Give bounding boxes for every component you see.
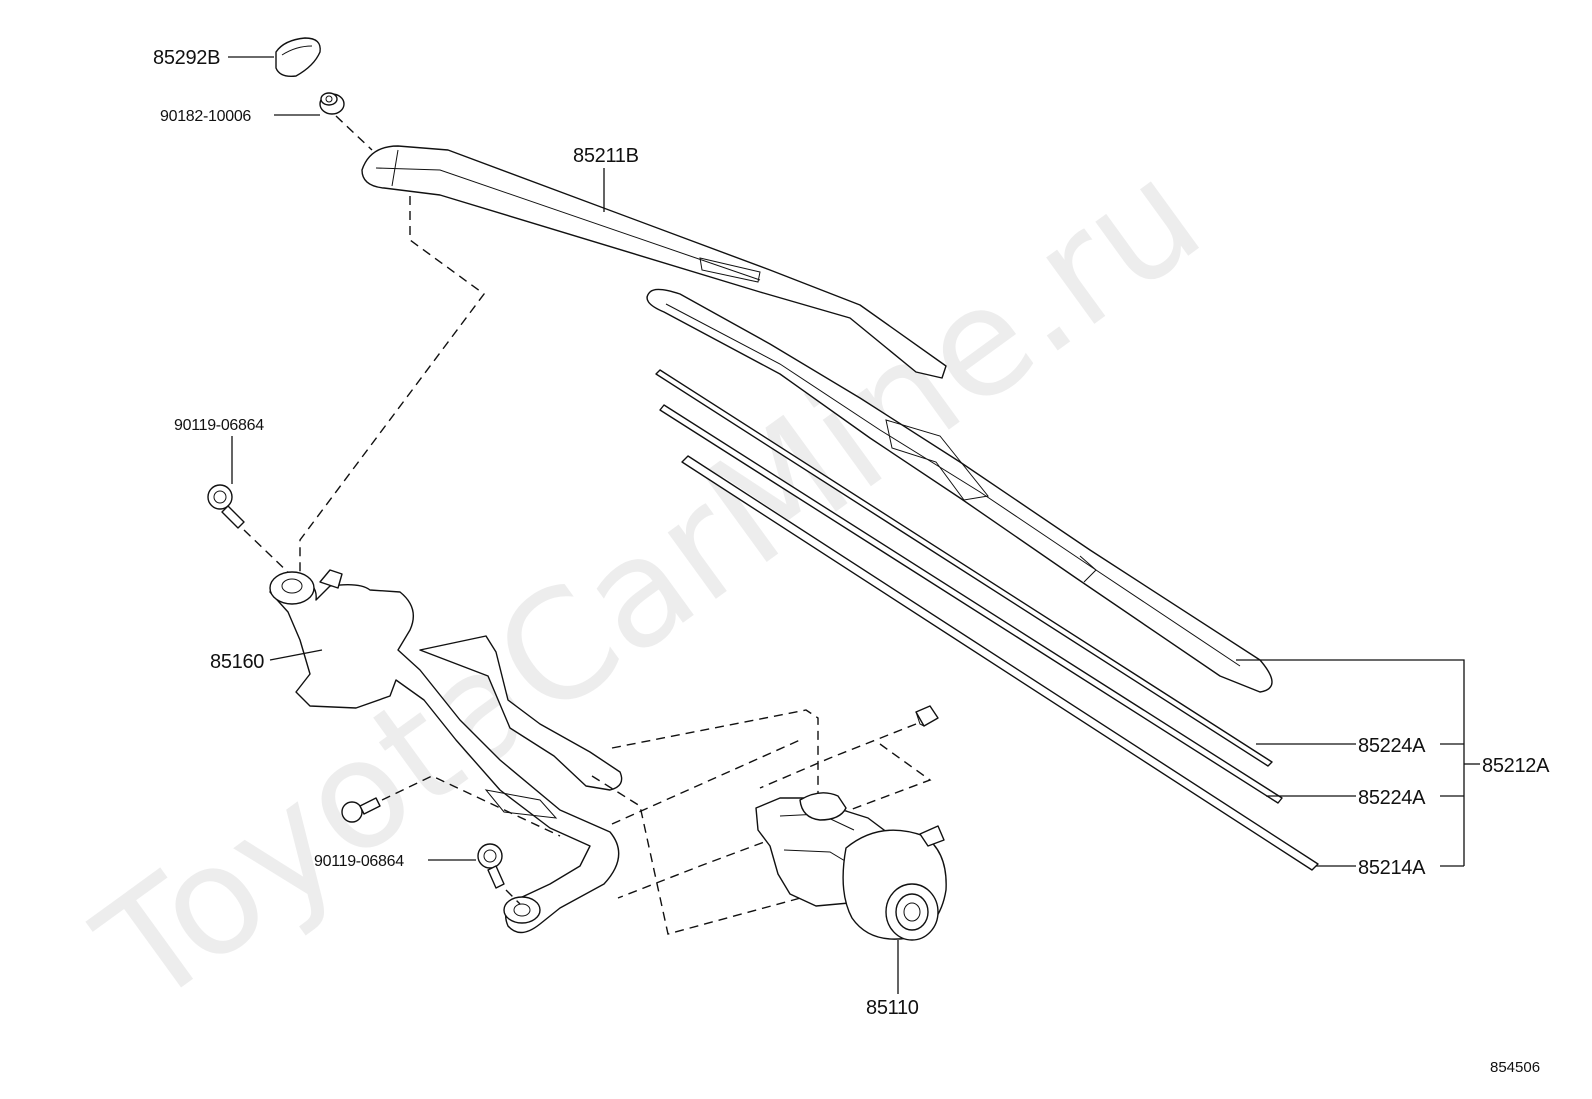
label-motor[interactable]: 85110: [866, 997, 919, 1019]
wiper-arm[interactable]: [361, 145, 947, 379]
label-bolt-bottom[interactable]: 90119-06864: [314, 853, 405, 870]
bolt-top[interactable]: [207, 484, 245, 529]
blade-rubber-2[interactable]: [659, 404, 1283, 804]
label-linkage[interactable]: 85160: [210, 651, 265, 673]
wiper-blade[interactable]: [646, 288, 1273, 693]
bolt-bottom-dash: [505, 889, 521, 905]
wiper-linkage[interactable]: [269, 569, 623, 934]
label-rubber-2[interactable]: 85224A: [1358, 787, 1426, 809]
motor-nut[interactable]: [915, 705, 939, 727]
nut-part[interactable]: [319, 92, 345, 115]
label-blade-assy[interactable]: 85212A: [1482, 755, 1550, 777]
diagram-id: 854506: [1490, 1059, 1540, 1076]
nut-to-arm-dash: [335, 115, 373, 151]
motor-dash-1: [611, 709, 819, 828]
motor-dash-4: [591, 775, 831, 935]
bolt-mid[interactable]: [341, 797, 381, 823]
watermark: ToyotaCarMine.ru: [68, 128, 1231, 1040]
label-arm[interactable]: 85211B: [573, 145, 639, 167]
bolt-top-dash: [243, 529, 295, 579]
blade-insert[interactable]: [681, 455, 1319, 871]
blade-rubber-1[interactable]: [655, 369, 1273, 767]
label-bolt-top[interactable]: 90119-06864: [174, 417, 265, 434]
label-rubber-1[interactable]: 85224A: [1358, 735, 1426, 757]
label-nut[interactable]: 90182-10006: [160, 108, 252, 125]
bracket-top: [1236, 659, 1465, 866]
arm-to-linkage-dash: [299, 196, 485, 580]
cap-part[interactable]: [275, 37, 321, 78]
label-cap[interactable]: 85292B: [153, 47, 220, 69]
motor-dash-5: [611, 739, 801, 825]
linkage-leader: [269, 649, 323, 661]
wiper-motor[interactable]: [755, 792, 947, 941]
bolt-bottom[interactable]: [477, 843, 505, 889]
motor-dash-2: [759, 723, 917, 789]
bolt-mid-dash: [381, 775, 561, 837]
label-insert[interactable]: 85214A: [1358, 857, 1426, 879]
